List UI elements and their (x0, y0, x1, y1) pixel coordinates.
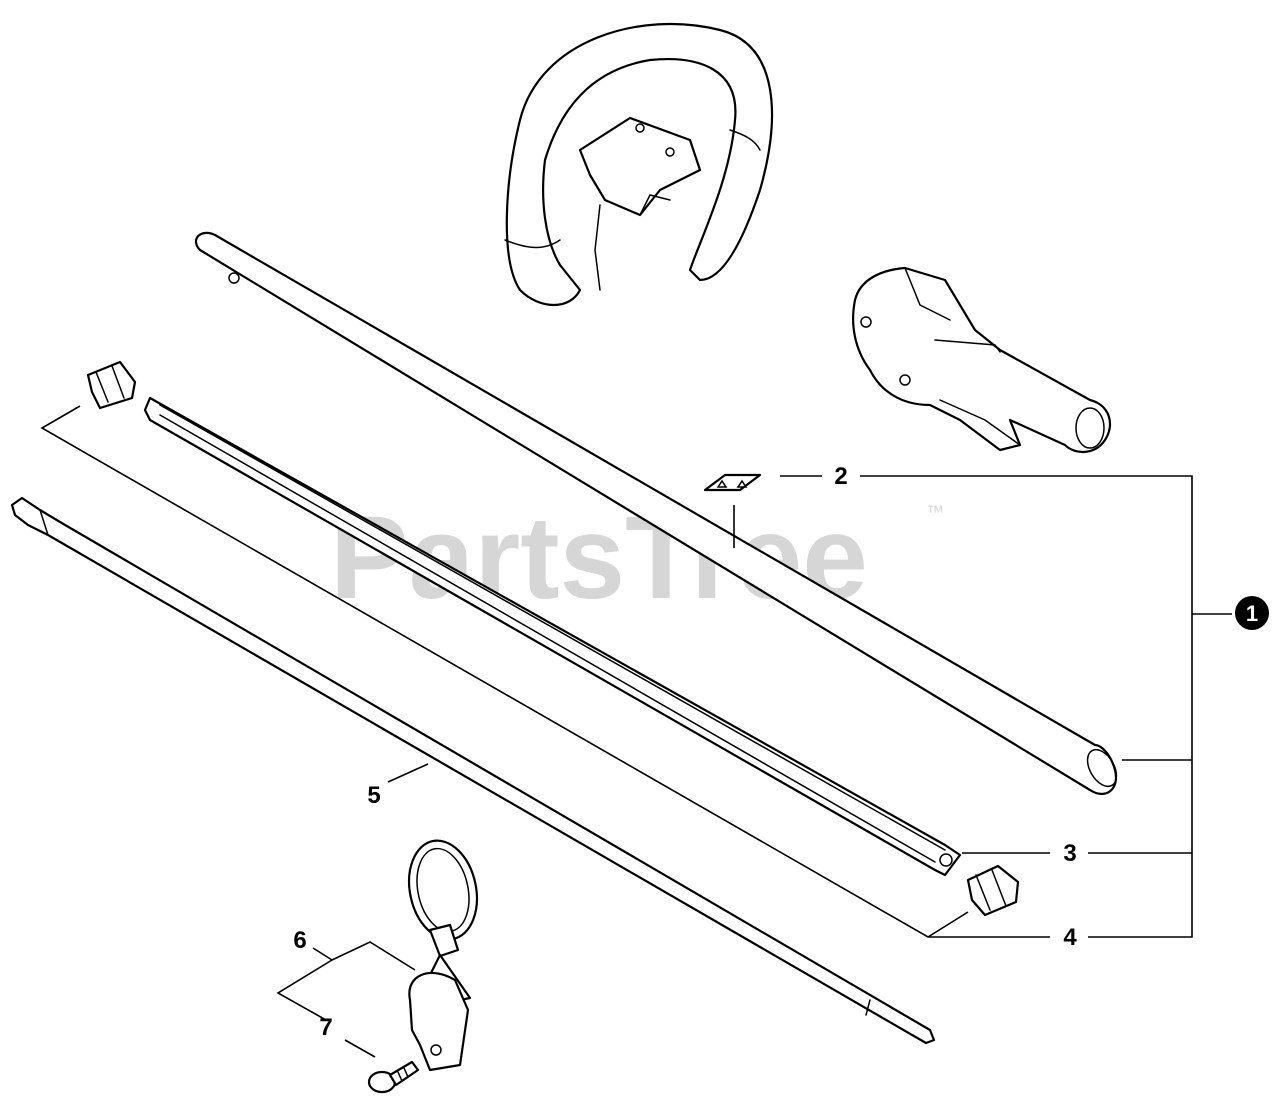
hanger-ring-icon (407, 839, 479, 1072)
callout-3: 3 (1063, 840, 1076, 867)
leader-lines (40, 405, 1232, 1058)
callout-6: 6 (293, 927, 306, 954)
shaft-tube-icon (194, 231, 1118, 795)
bolt-icon (367, 1060, 420, 1094)
label-decal-icon (703, 473, 762, 548)
callout-5: 5 (367, 782, 380, 809)
watermark-trademark: ™ (926, 502, 944, 522)
bushing-icon (966, 864, 1020, 917)
callout-7: 7 (319, 1014, 332, 1041)
drive-shaft-icon (10, 496, 936, 1045)
callout-4: 4 (1063, 924, 1077, 951)
throttle-housing-icon (852, 266, 1112, 453)
callout-2: 2 (834, 463, 847, 490)
handle-icon (504, 22, 773, 306)
callout-1: 1 (1235, 596, 1269, 630)
liner-icon (143, 396, 962, 877)
bushing-icon (86, 360, 137, 410)
callout-1-text: 1 (1246, 601, 1258, 626)
callout-1-badge (1235, 596, 1269, 630)
